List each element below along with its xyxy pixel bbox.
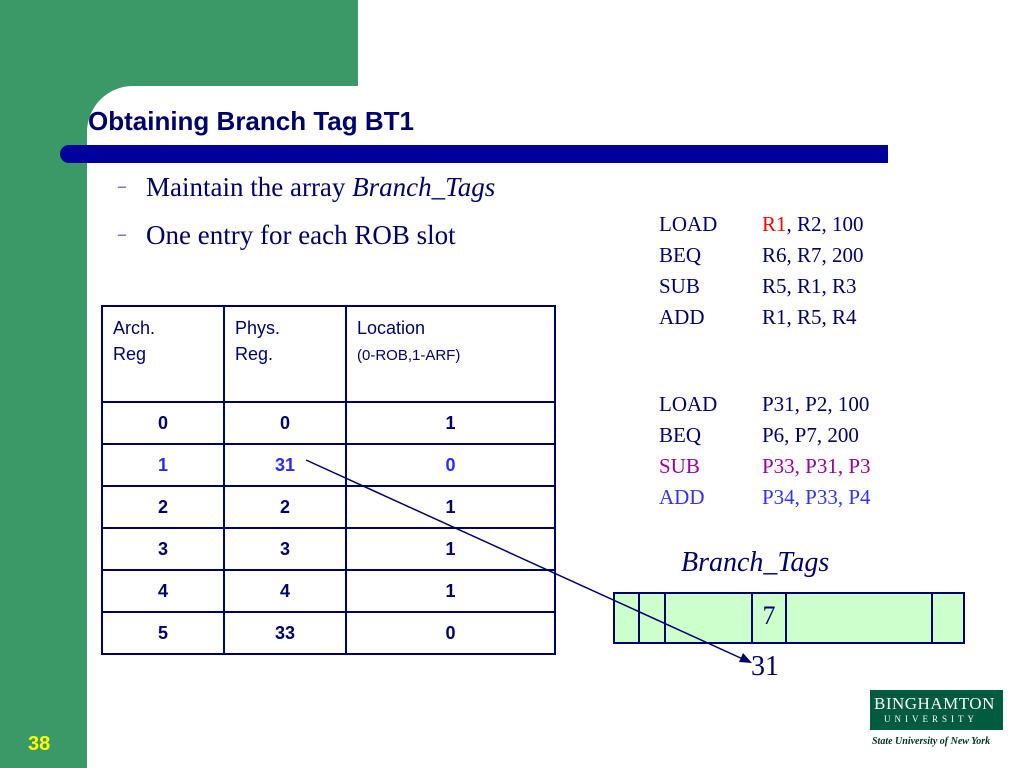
table-cell: 1 [101, 443, 225, 487]
branch-tags-array: 7 [613, 592, 965, 644]
branch-tags-label: Branch_Tags [681, 547, 830, 578]
branch-tag-slot: 7 [753, 594, 787, 642]
slide-title: Obtaining Branch Tag BT1 [88, 106, 414, 136]
arrow-line [305, 459, 746, 661]
opcode: LOAD [659, 212, 718, 236]
operands: R1, R2, 100 [762, 212, 864, 236]
bullet-dash: – [118, 178, 126, 195]
operands: R6, R7, 200 [762, 243, 864, 267]
table-row: 2 2 1 [101, 485, 556, 529]
table-cell: 31 [223, 443, 347, 487]
opcode: BEQ [659, 423, 701, 447]
table-cell: 4 [223, 569, 347, 613]
table-cell: 2 [223, 485, 347, 529]
operands: P6, P7, 200 [762, 423, 859, 447]
table-cell: 0 [223, 401, 347, 445]
opcode: LOAD [659, 392, 718, 416]
table-cell: 1 [345, 569, 556, 613]
rename-table: Arch.Reg Phys.Reg. Location(0-ROB,1-ARF)… [101, 305, 556, 655]
opcode: SUB [659, 274, 700, 298]
table-row: 5 33 0 [101, 611, 556, 655]
branch-tag-slot [615, 594, 640, 642]
arrowhead [739, 653, 752, 663]
opcode: ADD [659, 305, 705, 329]
table-cell: 1 [345, 401, 556, 445]
table-cell: 3 [101, 527, 225, 571]
table-cell: 0 [101, 401, 225, 445]
title-underline-bar [60, 145, 888, 163]
table-row: 0 0 1 [101, 401, 556, 445]
opcode: BEQ [659, 243, 701, 267]
logo-box: BINGHAMTON UNIVERSITY [870, 690, 1003, 730]
table-cell: 2 [101, 485, 225, 529]
bullet-text: One entry for each ROB slot [146, 220, 456, 250]
column-header: Location(0-ROB,1-ARF) [345, 305, 556, 403]
table-row: 4 4 1 [101, 569, 556, 613]
page-number: 38 [28, 733, 51, 755]
operands: P34, P33, P4 [762, 485, 871, 509]
table-cell: 1 [345, 527, 556, 571]
operands: R5, R1, R3 [762, 274, 857, 298]
table-row: 3 3 1 [101, 527, 556, 571]
table-cell: 33 [223, 611, 347, 655]
operands: P31, P2, 100 [762, 392, 870, 416]
table-header-row: Arch.Reg Phys.Reg. Location(0-ROB,1-ARF) [101, 305, 556, 403]
branch-tag-slot [787, 594, 933, 642]
logo-university: UNIVERSITY [884, 714, 978, 724]
opcode: SUB [659, 454, 700, 478]
bullet-dash: – [118, 226, 126, 243]
table-cell: 5 [101, 611, 225, 655]
table-cell: 0 [345, 611, 556, 655]
dest-reg-highlight: R1 [762, 212, 787, 236]
logo-name: BINGHAMTON [874, 694, 995, 713]
branch-tag-slot [640, 594, 666, 642]
university-logo: BINGHAMTON UNIVERSITY State University o… [870, 690, 1003, 752]
table-cell: 0 [345, 443, 556, 487]
table-cell: 1 [345, 485, 556, 529]
branch-tag-slot [666, 594, 753, 642]
column-header: Arch.Reg [101, 305, 225, 403]
operands: P33, P31, P3 [762, 454, 871, 478]
column-header: Phys.Reg. [223, 305, 347, 403]
bullet-text: Maintain the array Branch_Tags [146, 172, 496, 202]
table-row-highlighted: 1 31 0 [101, 443, 556, 487]
table-cell: 4 [101, 569, 225, 613]
operands: R1, R5, R4 [762, 305, 857, 329]
logo-subtitle: State University of New York [872, 736, 991, 747]
bullet-emphasis: Branch_Tags [352, 172, 496, 202]
pointer-value: 31 [751, 651, 779, 682]
content-corner [87, 86, 387, 186]
opcode: ADD [659, 485, 705, 509]
table-cell: 3 [223, 527, 347, 571]
